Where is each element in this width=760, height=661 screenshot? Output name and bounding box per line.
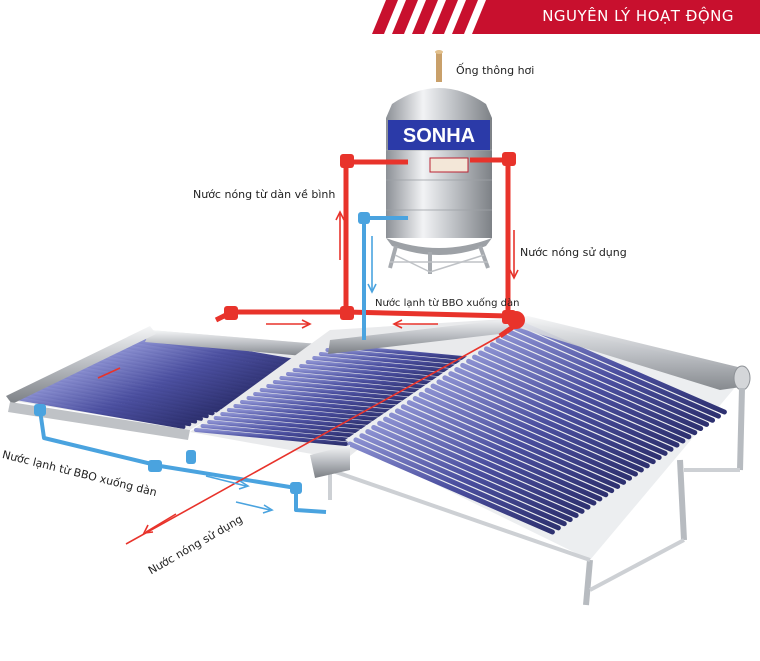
vacuum-tube [507, 329, 716, 423]
vacuum-tube [347, 441, 555, 535]
hot-use-line [125, 335, 501, 545]
vacuum-tube [37, 385, 209, 419]
vacuum-tube [54, 377, 227, 411]
vacuum-tube [412, 395, 621, 489]
cold-pipe-joints [34, 212, 370, 494]
vacuum-tube [213, 416, 368, 434]
vacuum-tube [253, 392, 408, 410]
vacuum-tube [292, 368, 447, 386]
vacuum-tube [489, 342, 698, 436]
header-banner: NGUYÊN LÝ HOẠT ĐỘNG [372, 0, 760, 34]
vacuum-tube [220, 412, 375, 430]
vacuum-tube [448, 371, 656, 465]
vacuum-tube [371, 424, 579, 518]
vacuum-tube [495, 338, 704, 432]
vacuum-tube [266, 384, 421, 402]
vacuum-tube [286, 372, 440, 390]
vacuum-tube [272, 380, 427, 398]
label-hot-use-top: Nước nóng sử dụng [520, 246, 627, 259]
water-tank: SONHA [386, 50, 492, 274]
vacuum-tube [365, 429, 573, 523]
vacuum-tube [460, 362, 668, 456]
vacuum-tube [246, 396, 401, 414]
vacuum-tube [454, 367, 662, 461]
vacuum-tube [95, 358, 268, 392]
hot-pipe-joints [224, 152, 525, 329]
vacuum-tube [130, 342, 302, 375]
vacuum-tube [66, 371, 238, 405]
label-cold-to-rack-top: Nước lạnh từ BBO xuống dàn [375, 298, 520, 309]
vacuum-tube [400, 404, 609, 498]
vacuum-tube [353, 437, 561, 531]
vacuum-tube [501, 333, 710, 427]
vacuum-tube [107, 352, 279, 386]
vacuum-tube [394, 408, 603, 502]
vacuum-tube [436, 379, 644, 473]
vacuum-tube [279, 376, 434, 394]
vacuum-tube [124, 344, 297, 378]
vent-pipe [436, 52, 442, 82]
vacuum-tube [31, 387, 203, 421]
vacuum-tube [377, 420, 585, 514]
vacuum-tube [430, 383, 638, 477]
vacuum-tube [226, 408, 381, 426]
vacuum-tube [43, 382, 215, 416]
collector-rack-left [6, 326, 330, 440]
brand-band [388, 120, 490, 150]
brand-logo: SONHA [403, 125, 475, 147]
banner-stripes [372, 0, 512, 34]
vacuum-tube [406, 400, 615, 494]
vacuum-tube [118, 347, 291, 381]
vacuum-tube [477, 350, 686, 444]
vacuum-tube [383, 416, 591, 510]
flow-arrows [97, 210, 519, 534]
vacuum-tube [442, 375, 650, 469]
brand-label [429, 157, 469, 173]
vacuum-tube [200, 424, 355, 442]
vacuum-tube [483, 346, 692, 440]
vacuum-tube [136, 339, 308, 373]
tube-array-right [347, 321, 727, 535]
label-vent-pipe: Ống thông hơi [456, 64, 535, 77]
vacuum-tube [113, 350, 285, 384]
vacuum-tube [389, 412, 597, 506]
vacuum-tube [48, 379, 221, 413]
vacuum-tube [240, 400, 394, 418]
vacuum-tube [19, 393, 192, 427]
vacuum-tube [418, 391, 627, 485]
page-title: NGUYÊN LÝ HOẠT ĐỘNG [542, 7, 734, 25]
vacuum-tube [25, 390, 198, 424]
vacuum-tube [424, 387, 633, 481]
vacuum-tube [359, 433, 567, 527]
vacuum-tube [259, 388, 414, 406]
vacuum-tube [101, 355, 273, 389]
vacuum-tube [60, 374, 233, 408]
collector-rack-right [190, 316, 751, 606]
vacuum-tube [472, 354, 680, 448]
vacuum-tube [207, 420, 362, 438]
label-hot-return: Nước nóng từ dàn về bình [193, 188, 336, 201]
vacuum-tube [233, 404, 388, 422]
vacuum-tube [14, 396, 186, 429]
vacuum-tube [513, 325, 721, 419]
vacuum-tube [194, 428, 348, 446]
vacuum-tube [466, 358, 674, 452]
